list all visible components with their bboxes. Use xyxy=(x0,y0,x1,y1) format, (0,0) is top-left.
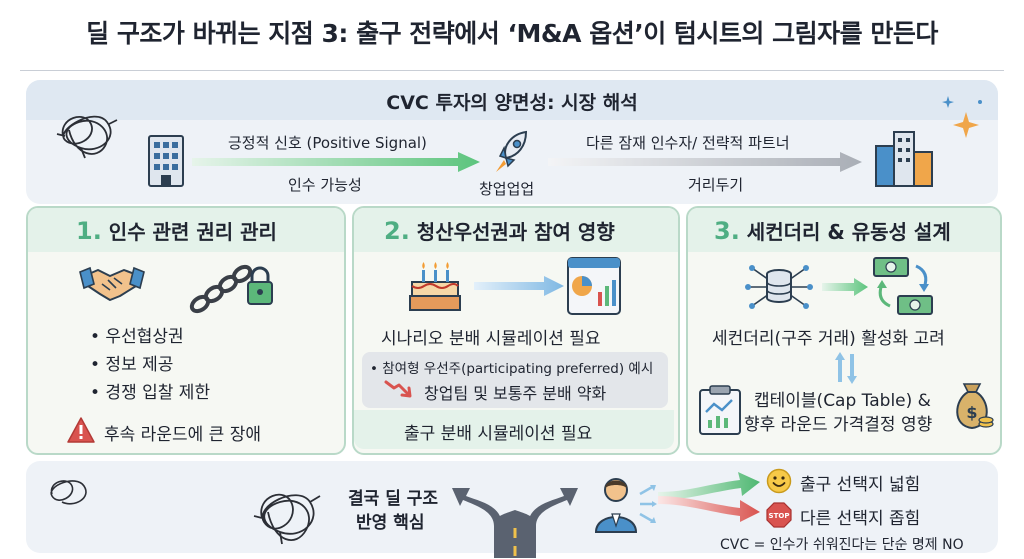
scenario-simulation-text: 시나리오 분배 시뮬레이션 필요 xyxy=(381,329,601,349)
cake-to-report-arrow xyxy=(474,276,564,296)
svg-text:STOP: STOP xyxy=(769,512,790,520)
chart-report-icon xyxy=(567,257,621,315)
city-buildings-icon xyxy=(875,131,933,187)
panel-header-band xyxy=(26,80,998,120)
acquisition-possibility-label: 인수 가능성 xyxy=(288,176,362,194)
card-header xyxy=(688,208,1000,252)
page-title: 딜 구조가 바뀌는 지점 3: 출구 전략에서 ‘M&A 옵션’이 텀시트의 그… xyxy=(86,19,938,48)
money-bag-icon: $ xyxy=(956,383,994,430)
chain-lock-icon xyxy=(189,264,273,314)
card-3-title: 3. 세컨더리 & 유동성 설계 xyxy=(714,216,951,245)
handshake-icon xyxy=(79,266,145,301)
participating-preferred-box xyxy=(362,352,668,408)
card-2-footer-band xyxy=(354,410,674,449)
database-network-icon xyxy=(745,265,813,309)
smile-icon xyxy=(766,468,792,494)
bullet-right-of-first-refusal: • 우선협상권 xyxy=(90,327,184,347)
tangle-icon xyxy=(50,480,87,505)
secondary-consider-text: 세컨더리(구주 거래) 활성화 고려 xyxy=(712,329,945,349)
card-2-title: 2. 청산우선권과 참여 영향 xyxy=(384,216,615,245)
warning-icon xyxy=(67,417,95,443)
card-header xyxy=(354,208,678,252)
card-1-title: 1. 인수 관련 권리 관리 xyxy=(76,216,277,245)
distancing-label: 거리두기 xyxy=(688,176,744,194)
distancing-arrow xyxy=(548,152,862,172)
conclusion-text-2: 반영 핵심 xyxy=(356,513,425,533)
panel-title: CVC 투자의 양면성: 시장 해석 xyxy=(386,92,638,114)
person-choice-arrows xyxy=(639,484,657,524)
title-divider xyxy=(20,70,1004,71)
founder-dilution-text: 창업팀 및 보통주 분배 약화 xyxy=(424,384,607,403)
widen-arrow xyxy=(658,472,760,500)
cap-table-report-icon xyxy=(699,385,741,435)
warning-text: 후속 라운드에 큰 장애 xyxy=(104,425,261,445)
other-acquirers-label: 다른 잠재 인수자/ 전략적 파트너 xyxy=(586,134,790,152)
positive-arrow xyxy=(192,152,480,172)
card-3-number: 3. xyxy=(714,217,740,245)
tangle-icon xyxy=(253,493,321,545)
card-acquisition-rights xyxy=(26,206,346,455)
card-2-number: 2. xyxy=(384,217,410,245)
card-header xyxy=(28,208,344,252)
card-3-title-text: 세컨더리 & 유동성 설계 xyxy=(746,220,951,244)
conclusion-text-1: 결국 딜 구조 xyxy=(348,489,439,509)
db-to-money-arrow xyxy=(822,278,868,296)
tangle-icon xyxy=(56,115,118,159)
narrow-options-text: 다른 선택지 좁힘 xyxy=(800,509,921,529)
cake-icon xyxy=(409,262,461,311)
bullet-information-rights: • 정보 제공 xyxy=(90,355,174,375)
bullet-competitive-bid-limit: • 경쟁 입찰 제한 xyxy=(90,383,211,403)
cap-table-text-2: 향후 라운드 가격결정 영향 xyxy=(744,415,933,435)
office-building-icon xyxy=(148,135,184,187)
narrow-arrow xyxy=(658,496,760,522)
cvc-note: CVC = 인수가 쉬워진다는 단순 명제 NO xyxy=(720,537,964,553)
person-icon xyxy=(594,478,638,533)
market-interpretation-panel xyxy=(26,80,998,204)
startup-label: 창업업업 xyxy=(479,180,535,198)
fork-road-icon xyxy=(452,488,578,558)
card-1-title-text: 인수 관련 권리 관리 xyxy=(108,220,277,244)
up-down-arrows xyxy=(835,352,857,384)
money-exchange-icon xyxy=(873,257,933,315)
rocket-icon xyxy=(496,130,528,172)
exit-distribution-text: 출구 분배 시뮬레이션 필요 xyxy=(404,424,593,444)
stop-sign-icon: STOP xyxy=(766,502,792,528)
svg-text:$: $ xyxy=(966,403,977,422)
sparkle-icon xyxy=(942,96,982,138)
participating-preferred-example: • 참여형 우선주(participating preferred) 예시 xyxy=(370,361,654,377)
card-2-title-text: 청산우선권과 참여 영향 xyxy=(416,220,615,244)
card-1-number: 1. xyxy=(76,217,102,245)
widen-options-text: 출구 선택지 넓힘 xyxy=(800,475,921,495)
cap-table-text-1: 캡테이블(Cap Table) & xyxy=(754,391,931,411)
positive-signal-label: 긍정적 신호 (Positive Signal) xyxy=(228,134,427,152)
trend-down-icon xyxy=(384,380,412,398)
